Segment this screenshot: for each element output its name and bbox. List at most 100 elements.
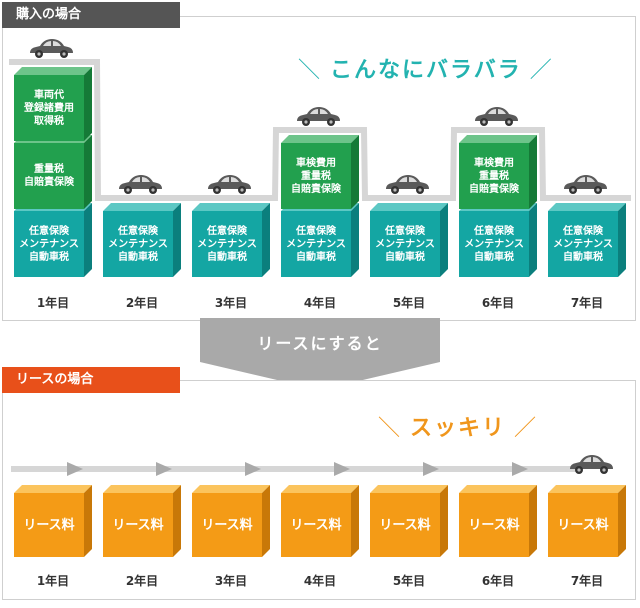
lease-tagline-text: スッキリ xyxy=(410,416,507,441)
lease-year-label: 6年目 xyxy=(481,574,515,588)
lease-year-label: 7年目 xyxy=(570,574,604,588)
flow-arrow-icon xyxy=(334,462,350,476)
cube-label-line: リース料 xyxy=(379,517,431,533)
cube-label-line: 自賠責保険 xyxy=(469,183,519,195)
cube-face: リース料 xyxy=(281,493,351,557)
lease-tagline: ＼スッキリ／ xyxy=(370,410,546,442)
cube-label-line: リース料 xyxy=(290,517,342,533)
cube-label-line: 取得税 xyxy=(34,115,64,127)
cube-label-line: メンテナンス xyxy=(375,238,435,250)
tagline-slash-right: ／ xyxy=(529,58,554,83)
lease-block-y6: リース料 xyxy=(459,485,537,557)
cube-label-line: 重量税 xyxy=(34,164,64,175)
cube-face: リース料 xyxy=(103,493,173,557)
cost-block-y3-1: 任意保険メンテナンス自動車税 xyxy=(192,203,270,277)
cube-label-line: 任意保険 xyxy=(118,225,158,237)
car-icon xyxy=(30,39,73,58)
lease-year-label: 5年目 xyxy=(392,574,426,588)
cube-face: 車検費用重量税自賠責保険 xyxy=(459,143,529,209)
car-icon xyxy=(297,107,340,126)
step-line-path xyxy=(9,59,631,201)
cube-side xyxy=(84,67,92,141)
cube-top xyxy=(192,203,270,211)
cube-label-line: 任意保険 xyxy=(474,225,514,237)
flow-arrow-icon xyxy=(245,462,261,476)
purchase-tagline-text: こんなにバラバラ xyxy=(330,58,522,83)
cube-face: 任意保険メンテナンス自動車税 xyxy=(548,211,618,277)
cube-side xyxy=(262,203,270,277)
cube-side xyxy=(618,485,626,557)
cost-block-y1-1: 任意保険メンテナンス自動車税 xyxy=(14,203,92,277)
cost-block-y4-2: 車検費用重量税自賠責保険 xyxy=(281,135,359,209)
cube-label-line: 自賠責保険 xyxy=(24,177,74,188)
cube-top xyxy=(548,203,626,211)
lease-block-y1: リース料 xyxy=(14,485,92,557)
cube-side xyxy=(440,485,448,557)
cost-block-y1-2: 重量税自賠責保険 xyxy=(14,135,92,209)
cube-face: リース料 xyxy=(370,493,440,557)
flow-arrow-icon xyxy=(67,462,83,476)
car-icon xyxy=(475,107,518,126)
cube-face: 車両代登録諸費用取得税 xyxy=(14,75,84,141)
cube-label-line: 車両代 xyxy=(34,89,64,101)
cube-label-line: 自動車税 xyxy=(29,251,69,263)
cube-face: 車検費用重量税自賠責保険 xyxy=(281,143,351,209)
cube-label-line: 任意保険 xyxy=(29,225,69,237)
cube-side xyxy=(84,485,92,557)
cube-label-line: 車検費用 xyxy=(474,157,514,169)
cube-face: 任意保険メンテナンス自動車税 xyxy=(370,211,440,277)
cost-block-y1-3: 車両代登録諸費用取得税 xyxy=(14,67,92,141)
cube-top xyxy=(548,485,626,493)
year-label: 4年目 xyxy=(303,296,337,310)
cube-label-line: リース料 xyxy=(557,517,609,533)
cube-label-line: 自動車税 xyxy=(385,251,425,263)
cube-side xyxy=(440,203,448,277)
tagline-slash-left: ＼ xyxy=(298,58,323,83)
year-label: 2年目 xyxy=(125,296,159,310)
cube-side xyxy=(351,203,359,277)
lease-year-label: 2年目 xyxy=(125,574,159,588)
cube-label-line: メンテナンス xyxy=(464,238,524,250)
car-icon xyxy=(570,455,613,474)
cube-side xyxy=(529,485,537,557)
cube-label-line: リース料 xyxy=(468,517,520,533)
cube-label-line: 任意保険 xyxy=(207,225,247,237)
cube-face: 重量税自賠責保険 xyxy=(14,143,84,209)
cube-label-line: 車検費用 xyxy=(296,157,336,169)
cube-top xyxy=(281,485,359,493)
lease-block-y3: リース料 xyxy=(192,485,270,557)
cube-face: 任意保険メンテナンス自動車税 xyxy=(281,211,351,277)
cube-top xyxy=(103,203,181,211)
cube-side xyxy=(351,485,359,557)
cube-top xyxy=(370,203,448,211)
cube-label-line: メンテナンス xyxy=(197,238,257,250)
lease-block-y7: リース料 xyxy=(548,485,626,557)
cube-top xyxy=(14,67,92,75)
cube-side xyxy=(84,135,92,209)
cube-top xyxy=(459,485,537,493)
cube-label-line: 任意保険 xyxy=(385,225,425,237)
lease-block-y4: リース料 xyxy=(281,485,359,557)
lease-year-label: 1年目 xyxy=(36,574,70,588)
transition-arrow xyxy=(200,318,440,390)
transition-label: リースにすると xyxy=(257,334,383,353)
lease-slash-right: ／ xyxy=(514,416,539,441)
car-icon xyxy=(208,175,251,194)
cube-label-line: 重量税 xyxy=(301,170,331,182)
car-icon xyxy=(386,175,429,194)
cube-side xyxy=(529,203,537,277)
cube-top xyxy=(370,485,448,493)
car-icon xyxy=(119,175,162,194)
year-label: 7年目 xyxy=(570,296,604,310)
cube-label-line: 自動車税 xyxy=(474,251,514,263)
lease-flow-arrows xyxy=(11,462,578,476)
cube-label-line: 自動車税 xyxy=(296,251,336,263)
cube-face: リース料 xyxy=(459,493,529,557)
cube-face: 任意保険メンテナンス自動車税 xyxy=(14,211,84,277)
cube-face: 任意保険メンテナンス自動車税 xyxy=(192,211,262,277)
cost-block-y2-1: 任意保険メンテナンス自動車税 xyxy=(103,203,181,277)
cube-label-line: 任意保険 xyxy=(296,225,336,237)
cost-block-y7-1: 任意保険メンテナンス自動車税 xyxy=(548,203,626,277)
cost-block-y6-2: 車検費用重量税自賠責保険 xyxy=(459,135,537,209)
cube-label-line: メンテナンス xyxy=(108,238,168,250)
